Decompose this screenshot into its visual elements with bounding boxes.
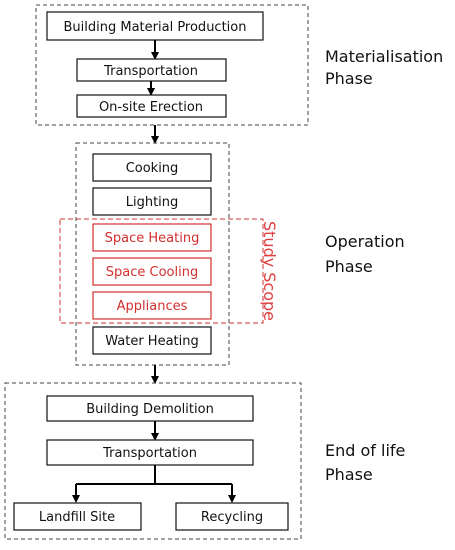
recycling-label: Recycling — [201, 510, 263, 525]
on-site-erection-box — [76, 94, 227, 118]
space-heating-box — [92, 223, 212, 252]
landfill-site-label: Landfill Site — [39, 510, 115, 525]
space-heating-label: Space Heating — [105, 231, 200, 246]
building-demolition-box — [46, 395, 254, 422]
materialisation-transportation-label: Transportation — [103, 64, 198, 79]
landfill-site-box — [13, 502, 142, 531]
recycling-box — [175, 502, 289, 531]
end-of-life-phase-label-line2: Phase — [325, 465, 373, 484]
end-of-life-transportation-box — [46, 439, 254, 466]
appliances-box — [92, 291, 212, 320]
space-cooling-box — [92, 257, 212, 286]
end-of-life-group-frame — [4, 382, 302, 540]
cooking-box — [92, 153, 212, 182]
building-material-production-label: Building Material Production — [64, 20, 247, 35]
end-of-life-transportation-label: Transportation — [102, 446, 197, 461]
cooking-label: Cooking — [126, 161, 179, 176]
end-of-life-phase-label-line1: End of life — [325, 441, 405, 460]
building-demolition-label: Building Demolition — [86, 402, 214, 417]
study-scope-label: Study Scope — [260, 221, 279, 321]
operation-phase-label-line1: Operation — [325, 232, 405, 251]
appliances-label: Appliances — [117, 299, 188, 314]
materialisation-phase-label-line2: Phase — [325, 69, 373, 88]
study-scope-frame — [59, 218, 264, 324]
water-heating-label: Water Heating — [105, 334, 199, 349]
operation-group-frame — [75, 142, 230, 366]
lighting-label: Lighting — [126, 195, 179, 210]
materialisation-group-frame — [35, 4, 309, 126]
lighting-box — [92, 187, 212, 216]
operation-phase-label-line2: Phase — [325, 257, 373, 276]
water-heating-box — [92, 326, 212, 355]
materialisation-phase-label-line1: Materialisation — [325, 47, 443, 66]
on-site-erection-label: On-site Erection — [99, 100, 203, 115]
space-cooling-label: Space Cooling — [106, 265, 198, 280]
